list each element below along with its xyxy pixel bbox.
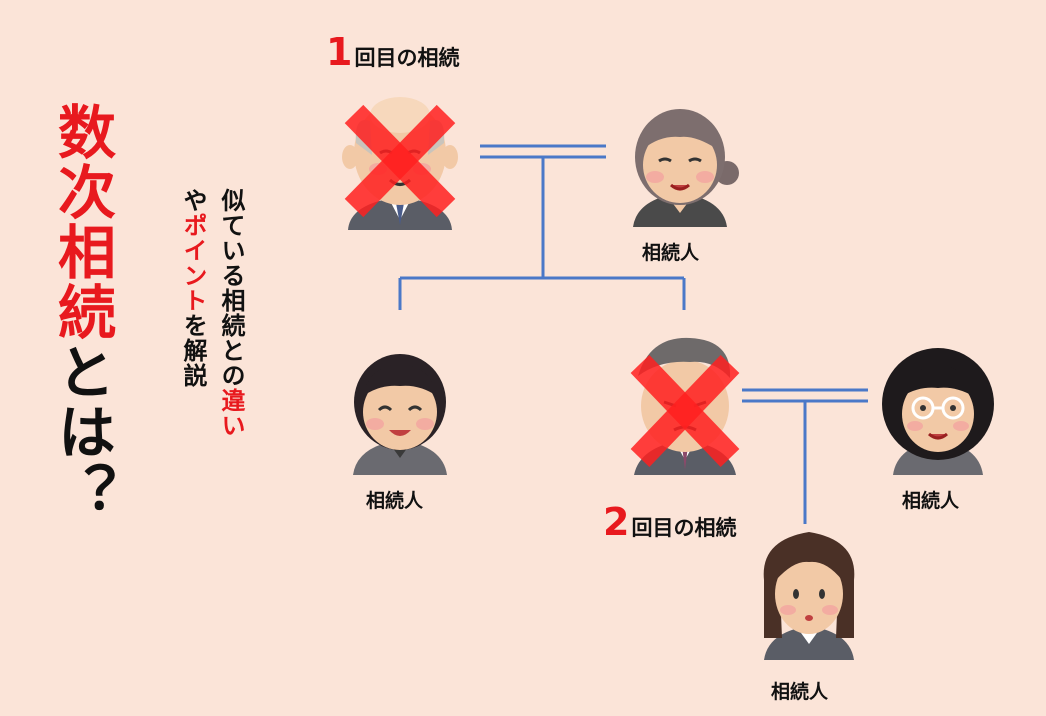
subtitle-line-2-a: や bbox=[179, 188, 207, 213]
first-inheritance-text: 回目の相続 bbox=[354, 46, 460, 70]
heir-label-grandmother: 相続人 bbox=[642, 242, 700, 264]
main-title: 数次相続とは？ bbox=[48, 102, 116, 522]
subtitle-line-2-b: ポイント bbox=[179, 213, 207, 313]
heir-label-son: 相続人 bbox=[366, 490, 424, 512]
woman-glasses-icon bbox=[882, 348, 994, 475]
man-icon bbox=[353, 354, 447, 475]
deceased-cross-icon-1 bbox=[344, 104, 456, 218]
heir-label-second-mother: 相続人 bbox=[902, 490, 960, 512]
deceased-cross-icon-2 bbox=[630, 355, 740, 467]
second-inheritance-text: 回目の相続 bbox=[631, 516, 737, 540]
subtitle-line-1-a: 似ている相続との bbox=[217, 188, 245, 388]
second-inheritance-number: 2 bbox=[603, 500, 630, 544]
first-inheritance-number: 1 bbox=[326, 30, 353, 74]
heir-label-daughter: 相続人 bbox=[771, 681, 829, 703]
main-title-black: とは？ bbox=[48, 342, 116, 522]
first-inheritance-label: 1回目の相続 bbox=[326, 30, 459, 74]
subtitle-line-2-c: を解説 bbox=[179, 313, 207, 388]
subtitle-line-1-b: 違い bbox=[217, 388, 245, 438]
young-woman-icon bbox=[763, 532, 855, 660]
second-inheritance-label: 2回目の相続 bbox=[603, 500, 736, 544]
subtitle-line-2: やポイントを解説 bbox=[176, 188, 210, 388]
elderly-woman-icon bbox=[633, 109, 739, 227]
subtitle-line-1: 似ている相続との違い bbox=[214, 188, 248, 438]
main-title-red: 数次相続 bbox=[48, 102, 116, 342]
